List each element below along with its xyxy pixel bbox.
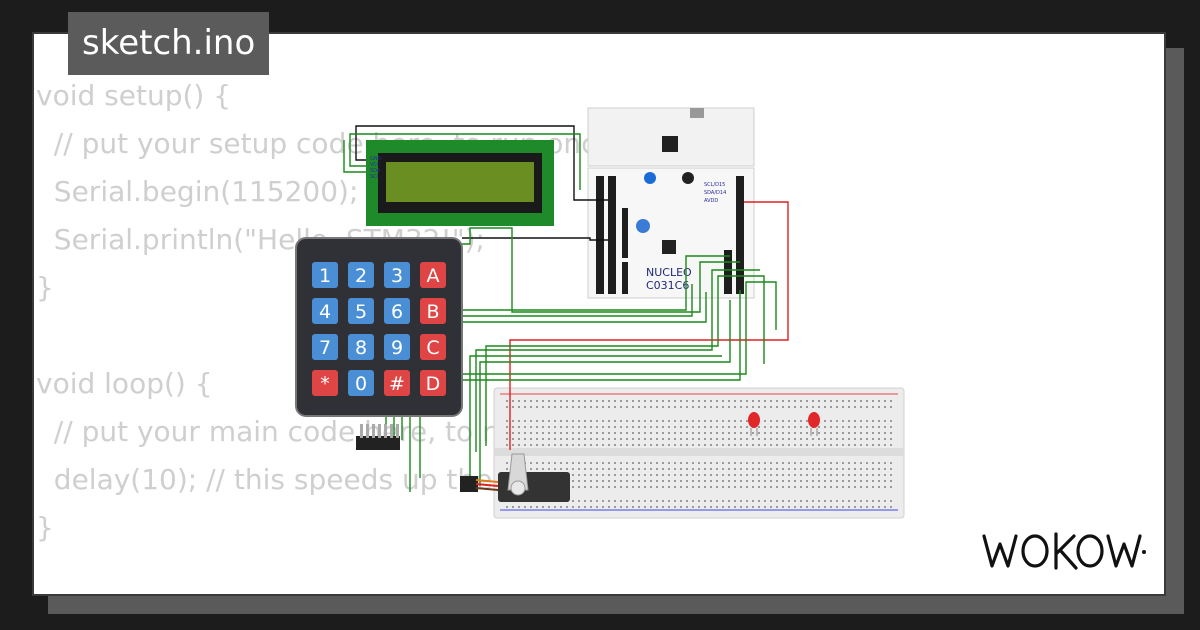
code-line: void setup() {	[36, 79, 232, 112]
keypad-key[interactable]: *	[312, 370, 338, 396]
keypad-key-label: C	[426, 337, 439, 359]
reset-button-icon[interactable]	[682, 172, 694, 184]
svg-text:VCC: VCC	[370, 162, 381, 168]
keypad-key-label: 9	[391, 337, 403, 359]
code-line: void loop() {	[36, 367, 213, 400]
keypad-key[interactable]: A	[420, 262, 446, 288]
keypad-key-label: 7	[319, 337, 331, 359]
keypad-key[interactable]: 2	[348, 262, 374, 288]
keypad-key-label: 8	[355, 337, 367, 359]
keypad-key[interactable]: 6	[384, 298, 410, 324]
led-right[interactable]	[808, 412, 820, 436]
keypad-key-label: 0	[355, 373, 367, 395]
breadboard[interactable]	[493, 387, 905, 519]
keypad-key-label: 1	[319, 265, 331, 287]
wokwi-logo[interactable]	[978, 528, 1150, 574]
keypad-key-label: B	[426, 301, 439, 323]
keypad-key-label: 5	[355, 301, 367, 323]
keypad-key[interactable]: 5	[348, 298, 374, 324]
keypad-key[interactable]: 9	[384, 334, 410, 360]
keypad-key-label: A	[427, 265, 440, 287]
keypad[interactable]: 1 2 3 A 4 5 6 B 7 8 9 C * 0 # D	[295, 237, 463, 450]
keypad-key[interactable]: 8	[348, 334, 374, 360]
led-left[interactable]	[748, 412, 760, 436]
keypad-key-label: #	[389, 373, 405, 395]
keypad-key-label: 3	[391, 265, 403, 287]
svg-text:SDA/D14: SDA/D14	[704, 190, 726, 196]
keypad-key[interactable]: 1	[312, 262, 338, 288]
svg-text:SCL/D15: SCL/D15	[704, 182, 725, 188]
board-label-line1: NUCLEO	[646, 266, 692, 279]
keypad-key-label: *	[320, 373, 330, 395]
svg-text:AVDD: AVDD	[704, 198, 718, 204]
file-tab[interactable]: sketch.ino	[68, 12, 270, 75]
code-line: Serial.begin(115200);	[36, 175, 359, 208]
svg-text:SCL: SCL	[370, 174, 380, 180]
keypad-key[interactable]: C	[420, 334, 446, 360]
svg-text:GND: GND	[370, 156, 382, 162]
keypad-key-label: 2	[355, 265, 367, 287]
servo-motor[interactable]	[460, 453, 570, 502]
keypad-key[interactable]: 7	[312, 334, 338, 360]
keypad-key[interactable]: 0	[348, 370, 374, 396]
keypad-key-label: 4	[319, 301, 331, 323]
code-line: }	[36, 511, 54, 544]
keypad-key[interactable]: #	[384, 370, 410, 396]
keypad-key[interactable]: 3	[384, 262, 410, 288]
keypad-key-label: 6	[391, 301, 403, 323]
keypad-key[interactable]: D	[420, 370, 446, 396]
keypad-key[interactable]: B	[420, 298, 446, 324]
keypad-key-label: D	[426, 373, 441, 395]
svg-text:SDA: SDA	[370, 168, 381, 174]
user-button-icon[interactable]	[644, 172, 656, 184]
lcd-display[interactable]: GND VCC SDA SCL	[366, 140, 554, 226]
board-label-line2: C031C6	[646, 279, 689, 292]
keypad-key[interactable]: 4	[312, 298, 338, 324]
code-line: }	[36, 271, 54, 304]
